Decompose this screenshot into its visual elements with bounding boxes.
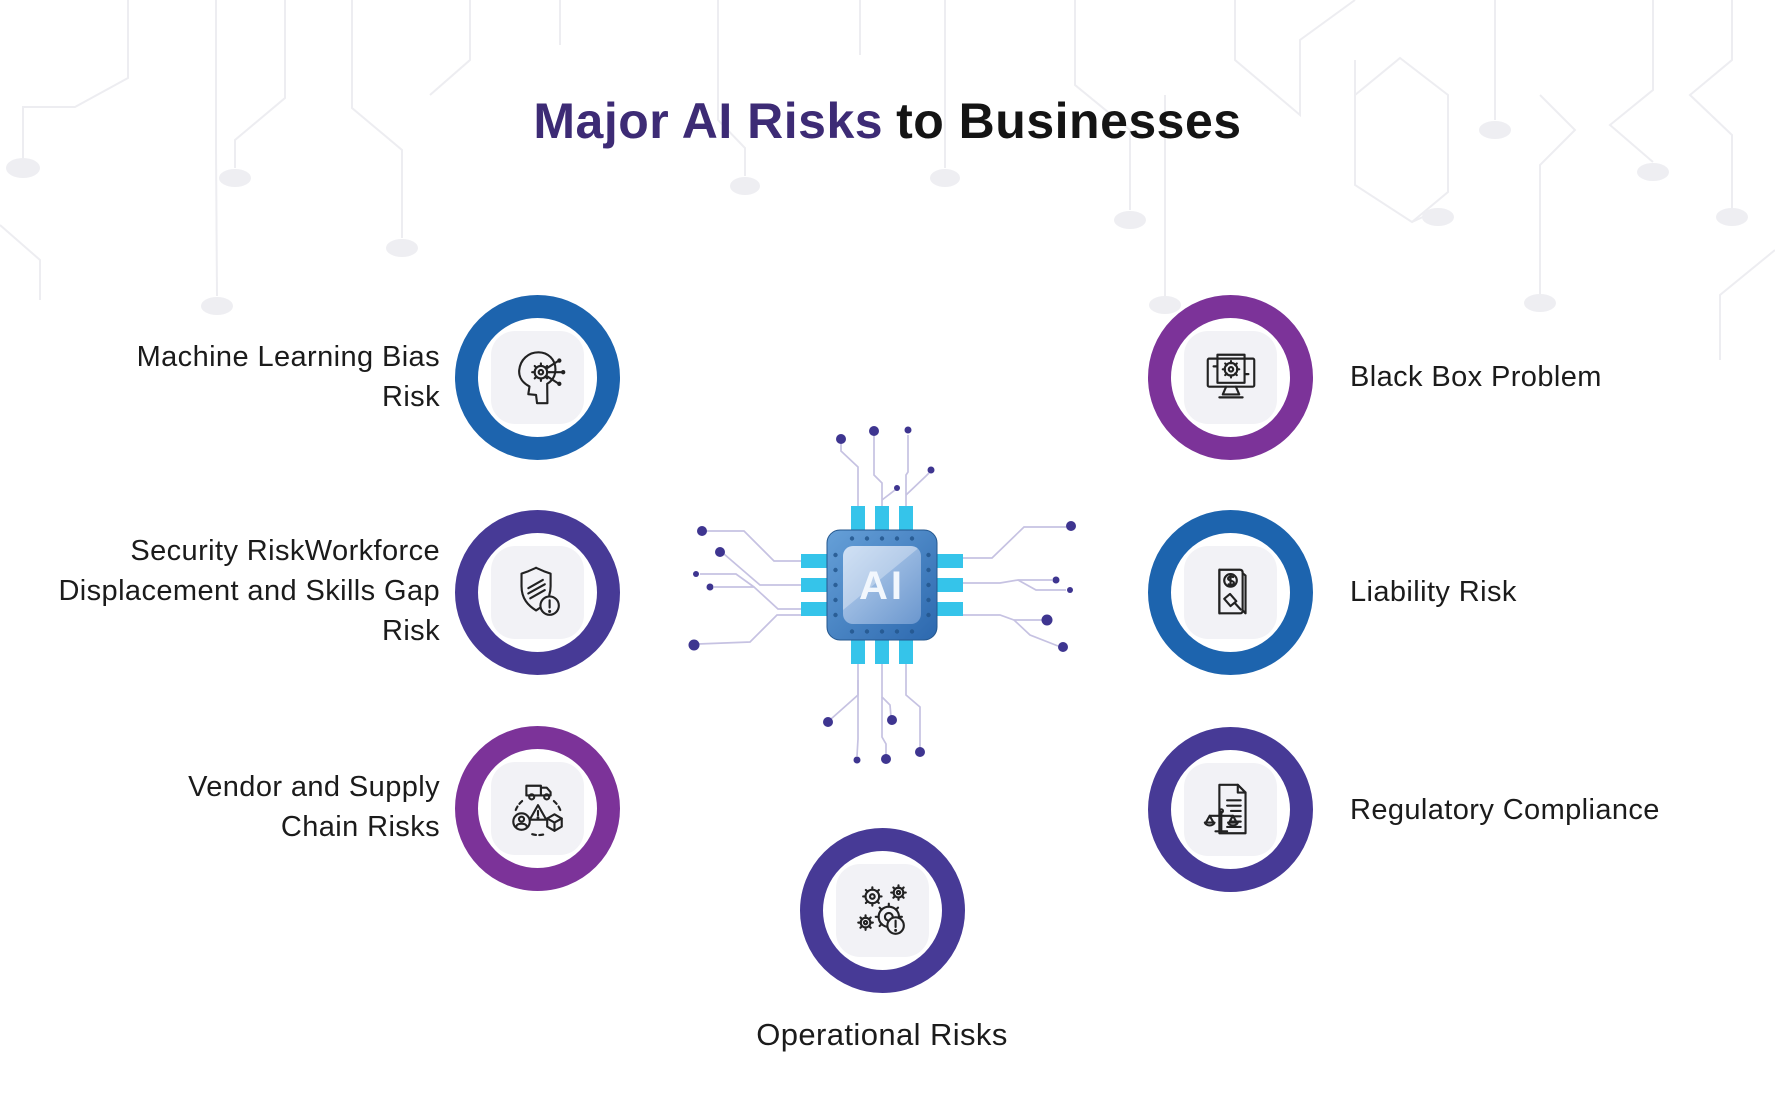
title-highlight: Major AI Risks: [533, 93, 884, 149]
icon-tile: [491, 546, 584, 639]
ring-vendor-supply: [455, 726, 620, 891]
vendor-supply-chain-icon: [511, 784, 563, 836]
chip-label: AI: [859, 564, 905, 608]
label-black-box: Black Box Problem: [1350, 361, 1602, 393]
icon-tile: [491, 762, 584, 855]
icon-tile: [1184, 763, 1277, 856]
ring-black-box: [1148, 295, 1313, 460]
label-vendor-supply: Vendor and Supply Chain Risks: [188, 771, 440, 843]
icon-tile: [1184, 546, 1277, 639]
label-liability: Liability Risk: [1350, 576, 1517, 608]
regulatory-document-scales-icon: [1203, 783, 1247, 834]
label-security-workforce: Security RiskWorkforce Displacement and …: [58, 535, 440, 647]
icon-tile: [491, 331, 584, 424]
black-box-monitor-icon: [1206, 353, 1255, 398]
icon-tile: [1184, 331, 1277, 424]
title-rest: to Businesses: [896, 93, 1242, 149]
liability-gavel-book-icon: [1217, 568, 1247, 614]
ring-security-workforce: [455, 510, 620, 675]
chip-pins: [801, 506, 963, 664]
ring-liability: [1148, 510, 1313, 675]
security-shield-alert-icon: [519, 566, 560, 616]
machine-learning-bias-icon: [517, 350, 565, 404]
label-operational: Operational Risks: [756, 1017, 1008, 1052]
label-regulatory: Regulatory Compliance: [1350, 794, 1660, 826]
ring-machine-learning-bias: [455, 295, 620, 460]
chip-trace-dots: [688, 426, 1076, 764]
ring-operational: [800, 828, 965, 993]
chip-border-dots: [833, 536, 931, 634]
ai-chip-graphic: AI: [688, 426, 1076, 764]
operational-gears-alert-icon: [856, 883, 907, 935]
icon-tile: [836, 864, 929, 957]
ring-regulatory: [1148, 727, 1313, 892]
chip-inner: [843, 546, 921, 624]
label-machine-learning-bias: Machine Learning Bias Risk: [136, 341, 440, 413]
chip-traces: [697, 435, 1066, 757]
